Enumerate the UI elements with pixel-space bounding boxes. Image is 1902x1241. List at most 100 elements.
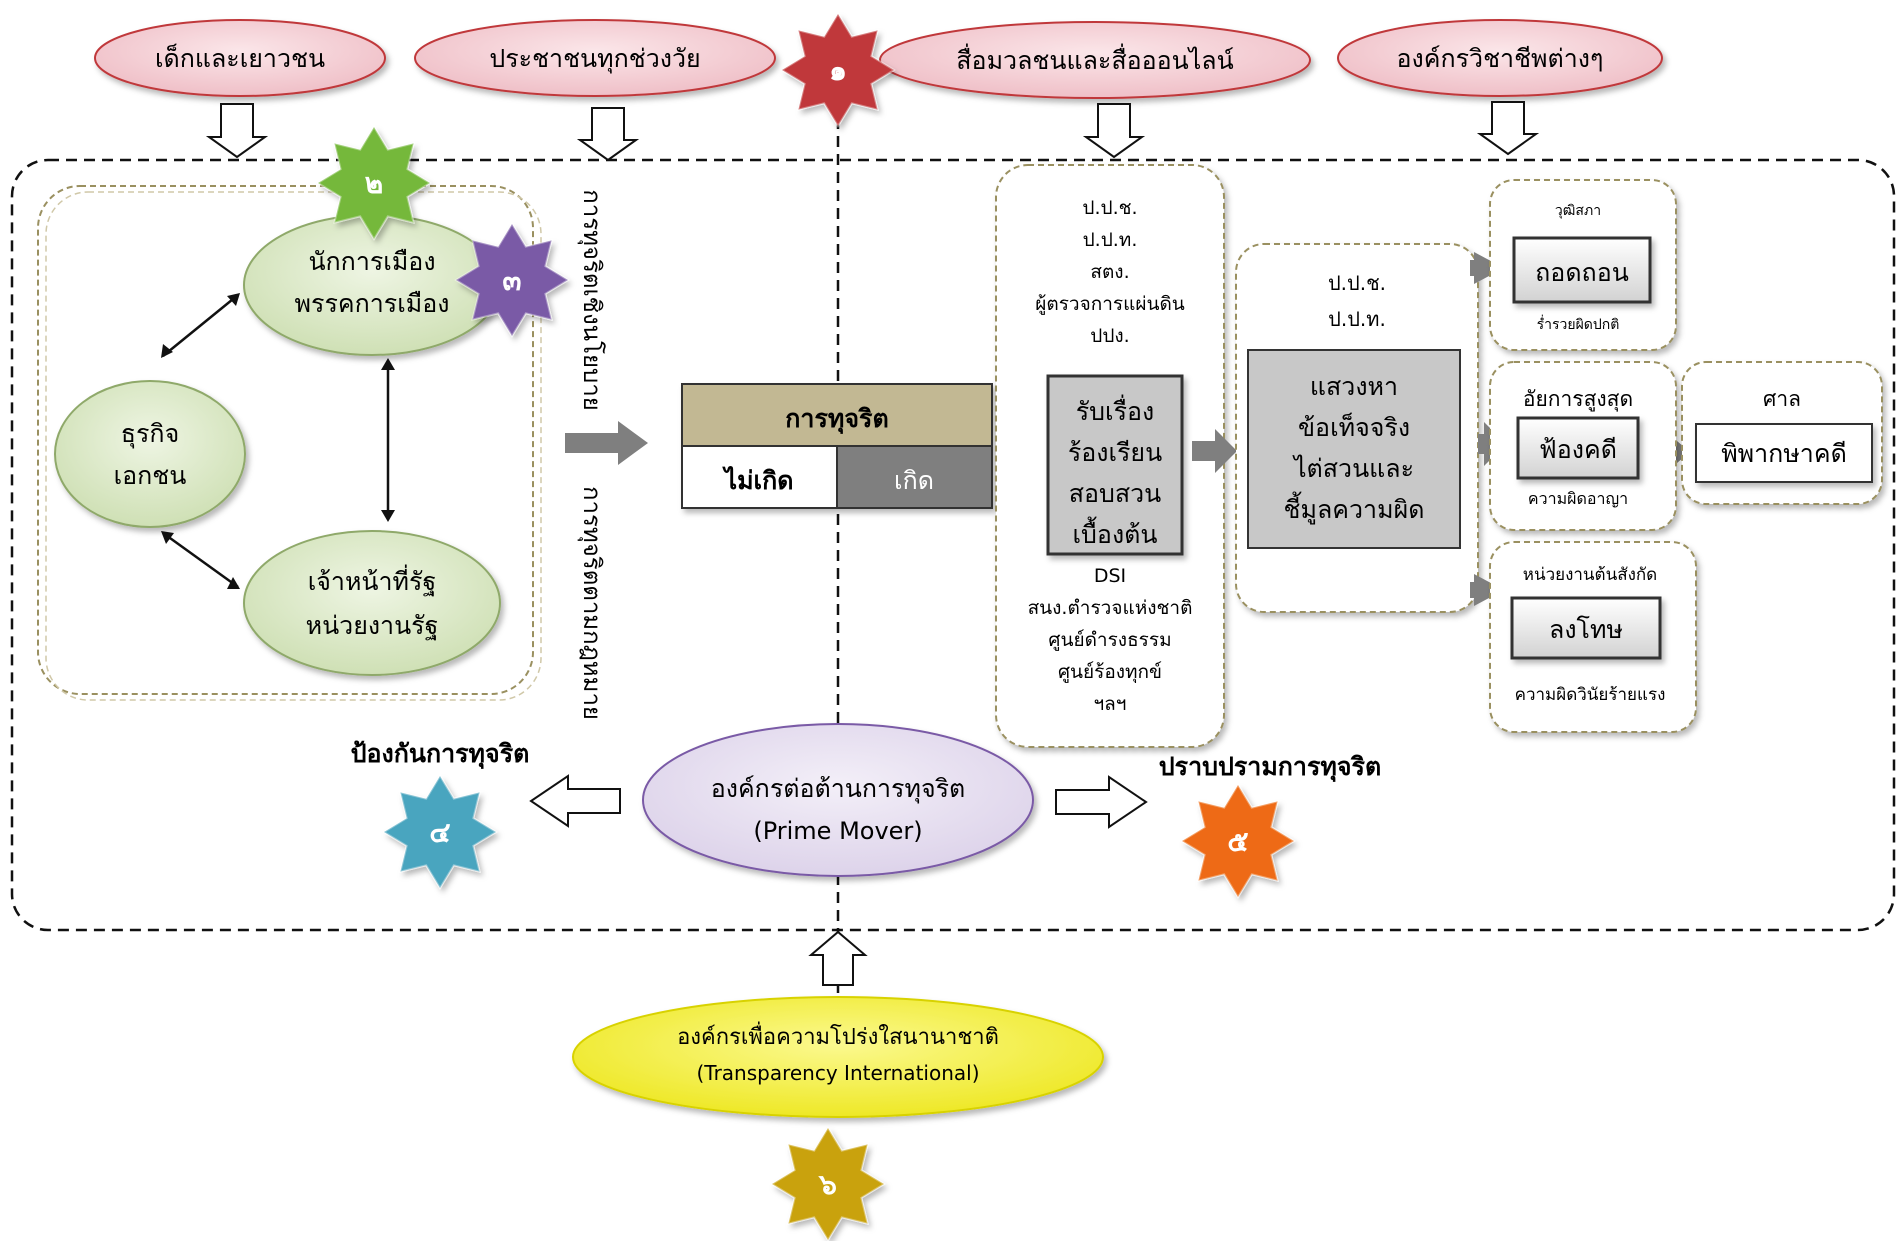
star-4-number: ๔ (429, 816, 450, 849)
investigation-agency-0: ป.ป.ช. (1328, 271, 1386, 295)
arrow-to-investigation (1192, 429, 1237, 473)
punish-box (1510, 596, 1662, 660)
removal-box (1512, 236, 1652, 304)
prosecute-label: ฟ้องคดี (1539, 435, 1617, 464)
intake-agency-bottom-4: ฯลฯ (1094, 693, 1127, 715)
investigation-core-line-3: ชี้มูลความผิด (1284, 491, 1425, 525)
arrow-to-senate (1470, 252, 1504, 284)
judgment-label: พิพากษาคดี (1721, 439, 1847, 468)
star-2: ๒ (316, 125, 432, 241)
star-6: ๖ (770, 1126, 886, 1241)
removal-label: ถอดถอน (1535, 258, 1629, 287)
down-arrow-media (1082, 103, 1146, 159)
label-policy-corruption: การทุจริตเชิงนโยบาย (577, 189, 606, 411)
investigation-agencies: ป.ป.ช. ป.ป.ท. (1328, 271, 1386, 331)
unusual-wealth-label: ร่ำรวยผิดปกติ (1537, 315, 1620, 333)
disciplinary-label: ความผิดวินัยร้ายแรง (1515, 685, 1666, 705)
stakeholder-youth-label: เด็กและเยาวชน (155, 43, 325, 73)
arrow-to-corruption (565, 421, 648, 465)
star-6-number: ๖ (818, 1168, 837, 1201)
prosecute-box (1516, 416, 1640, 480)
court-label: ศาล (1763, 387, 1801, 411)
senate-label: วุฒิสภา (1555, 203, 1601, 219)
intake-agency-bottom-3: ศูนย์ร้องทุกข์ (1058, 661, 1162, 684)
judgment-box (1695, 423, 1873, 483)
label-legal-corruption: การทุจริตตามกฎหมาย (577, 486, 606, 720)
star-5-shape (1180, 783, 1296, 899)
stakeholder-professional-orgs (1337, 19, 1663, 97)
actor-cluster-box (37, 185, 534, 695)
down-arrow-youth (205, 103, 269, 159)
actor-business-line2: เอกชน (114, 461, 187, 490)
system-boundary (10, 158, 1896, 932)
agency-label: หน่วยงานต้นสังกัด (1523, 565, 1657, 585)
stakeholder-media (879, 21, 1311, 99)
intake-agency-top-1: ป.ป.ท. (1083, 229, 1138, 251)
star-1: ๑ (780, 12, 896, 128)
actor-politician-line2: พรรคการเมือง (295, 289, 450, 318)
prime-mover-ellipse (642, 723, 1034, 877)
investigation-core-box (1247, 349, 1461, 549)
investigation-core-line-2: ไต่สวนและ (1292, 454, 1414, 483)
link-business-official (162, 531, 239, 589)
star-5: ๕ (1180, 783, 1296, 899)
actor-official-line1: เจ้าหน้าที่รัฐ (308, 564, 437, 596)
investigation-agency-1: ป.ป.ท. (1328, 307, 1386, 331)
suppression-title: ปราบปรามการทุจริต (1159, 752, 1381, 783)
star-6-shape (770, 1126, 886, 1241)
intake-agency-bottom-2: ศูนย์ดำรงธรรม (1048, 629, 1171, 651)
right-arrow-suppression (1055, 775, 1148, 829)
punish-label: ลงโทษ (1549, 615, 1623, 644)
actor-official (243, 530, 501, 676)
actor-business-line1: ธุรกิจ (121, 419, 179, 449)
star-3-number: ๓ (502, 264, 521, 297)
intake-agency-top-0: ป.ป.ช. (1082, 197, 1137, 219)
corruption-occur: เกิด (894, 466, 934, 495)
intake-agency-bottom-0: DSI (1094, 565, 1126, 587)
intake-core-line-1: ร้องเรียน (1068, 438, 1162, 467)
down-arrow-all-ages (576, 107, 640, 162)
star-3: ๓ (454, 222, 570, 338)
star-1-number: ๑ (829, 54, 847, 87)
investigation-core-line-1: ข้อเท็จจริง (1298, 412, 1410, 442)
stakeholder-all-ages-label: ประชาชนทุกช่วงวัย (489, 44, 700, 74)
intake-agencies-bottom: DSI สนง.ตำรวจแห่งชาติศูนย์ดำรงธรรมศูนย์ร้… (1028, 565, 1193, 715)
corruption-box (681, 383, 993, 509)
criminal-offense-label: ความผิดอาญา (1528, 489, 1628, 508)
link-politician-business (162, 294, 239, 357)
intake-agency-bottom-1: สนง.ตำรวจแห่งชาติ (1028, 597, 1193, 619)
intake-core-box (1046, 374, 1184, 556)
intake-core-line-0: รับเรื่อง (1076, 394, 1155, 426)
star-2-shape (316, 125, 432, 241)
intake-core-line-3: เบื้องต้น (1073, 516, 1158, 549)
stakeholder-professional-orgs-label: องค์กรวิชาชีพต่างๆ (1397, 44, 1604, 73)
prevention-title: ป้องกันการทุจริต (351, 739, 530, 770)
stakeholder-all-ages (414, 19, 776, 97)
intake-agency-top-3: ผู้ตรวจการแผ่นดิน (1035, 293, 1185, 315)
intake-core-line-2: สอบสวน (1069, 479, 1162, 508)
star-3-shape (454, 222, 570, 338)
attorney-label: อัยการสูงสุด (1523, 387, 1633, 412)
actor-official-line2: หน่วยงานรัฐ (306, 611, 439, 640)
star-2-number: ๒ (365, 167, 383, 200)
ti-line1: องค์กรเพื่อความโปร่งใสนานาชาติ (677, 1021, 999, 1050)
actor-business (54, 380, 246, 528)
prime-mover-line1: องค์กรต่อต้านการทุจริต (711, 774, 966, 804)
star-4: ๔ (382, 774, 498, 890)
prime-mover-line2: (Prime Mover) (753, 817, 922, 845)
intake-agency-top-4: ปปง. (1090, 325, 1129, 347)
ti-ellipse (572, 996, 1104, 1118)
corruption-not-occur: ไม่เกิด (722, 465, 794, 495)
star-4-shape (382, 774, 498, 890)
down-arrow-professional-orgs (1476, 101, 1540, 156)
intake-agency-top-2: สตง. (1090, 261, 1129, 283)
star-5-number: ๕ (1227, 825, 1248, 858)
arrow-to-agency (1470, 574, 1504, 606)
actor-politician-line1: นักการเมือง (308, 247, 435, 276)
corruption-title: การทุจริต (785, 404, 888, 435)
